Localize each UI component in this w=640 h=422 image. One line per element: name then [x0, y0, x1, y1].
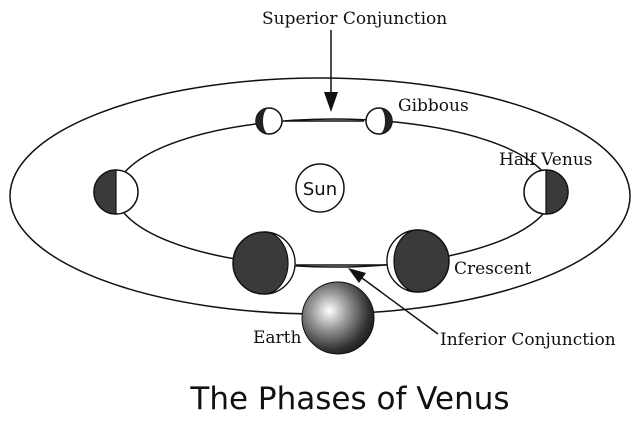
crescent-label: Crescent	[454, 259, 531, 279]
sun-label: Sun	[303, 179, 337, 200]
gibbous-label: Gibbous	[398, 96, 469, 116]
earth-label: Earth	[253, 328, 302, 348]
venus-half-right	[523, 169, 569, 215]
venus-gibbous-left	[255, 107, 283, 135]
venus-half-left	[93, 169, 139, 215]
superior-conjunction-arrow	[324, 30, 338, 112]
diagram-title: The Phases of Venus	[189, 381, 509, 417]
venus-crescent-right	[386, 229, 450, 293]
superior-conjunction-label: Superior Conjunction	[262, 9, 447, 29]
sun	[295, 163, 345, 213]
venus-gibbous-right	[365, 107, 393, 135]
inferior-conjunction-arrow	[348, 268, 439, 335]
inferior-conjunction-label: Inferior Conjunction	[440, 330, 616, 350]
half-venus-label: Half Venus	[499, 150, 593, 170]
earth	[301, 281, 375, 355]
venus-crescent-left	[232, 231, 296, 295]
